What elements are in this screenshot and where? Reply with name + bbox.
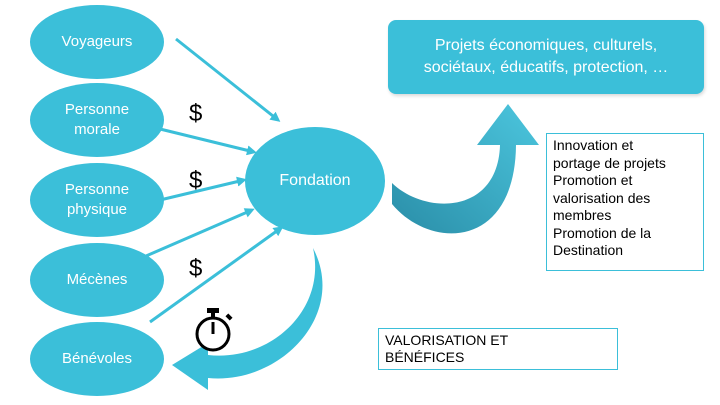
arrow-voyageurs-to-fondation (175, 37, 281, 122)
dollar-sign-mecenes: $ (189, 255, 203, 282)
node-fondation (245, 127, 385, 235)
benefits-line: Destination (553, 242, 624, 258)
node-personne-physique (30, 163, 164, 237)
valorisation-box: VALORISATION ET BÉNÉFICES (378, 328, 618, 370)
benefits-line: Innovation et (553, 137, 634, 153)
projets-box: Projets économiques, culturels, sociétau… (388, 20, 704, 94)
label-personne-physique: Personne physique (64, 181, 130, 218)
node-benevoles (30, 322, 164, 396)
arrow-personne-morale-to-fondation (159, 127, 257, 156)
benefits-line: membres (553, 207, 612, 223)
label-benevoles: Bénévoles (61, 350, 133, 367)
benefits-line: Promotion et (553, 172, 633, 188)
valorisation-line-1: VALORISATION ET (385, 332, 509, 348)
arrow-benevoles-to-fondation (149, 226, 284, 324)
label-fondation: Fondation (279, 172, 351, 189)
curved-arrow-to-benevoles (172, 248, 323, 390)
node-voyageurs (30, 5, 164, 79)
label-personne-morale: Personne morale (64, 101, 130, 138)
valorisation-line-2: BÉNÉFICES (385, 349, 465, 365)
benefits-line: portage de projets (553, 154, 666, 171)
benefits-line: valorisation des (553, 189, 651, 206)
curved-arrow-to-projets (392, 104, 539, 234)
arrow-mecenes-to-fondation (145, 208, 255, 258)
node-personne-morale (30, 83, 164, 157)
node-mecenes (30, 243, 164, 317)
projets-line-2: sociétaux, éducatifs, protection, … (423, 59, 669, 76)
dollar-sign-morale: $ (189, 100, 203, 127)
arrow-personne-physique-to-fondation (159, 176, 247, 202)
label-voyageurs: Voyageurs (61, 33, 133, 50)
projets-line-1: Projets économiques, culturels, (434, 37, 658, 54)
dollar-sign-physique: $ (189, 167, 203, 194)
label-mecenes: Mécènes (66, 271, 128, 288)
benefits-line: Promotion de la (553, 224, 652, 241)
stopwatch-icon (195, 308, 233, 352)
benefits-box: Innovation et portage de projets Promoti… (546, 133, 704, 271)
